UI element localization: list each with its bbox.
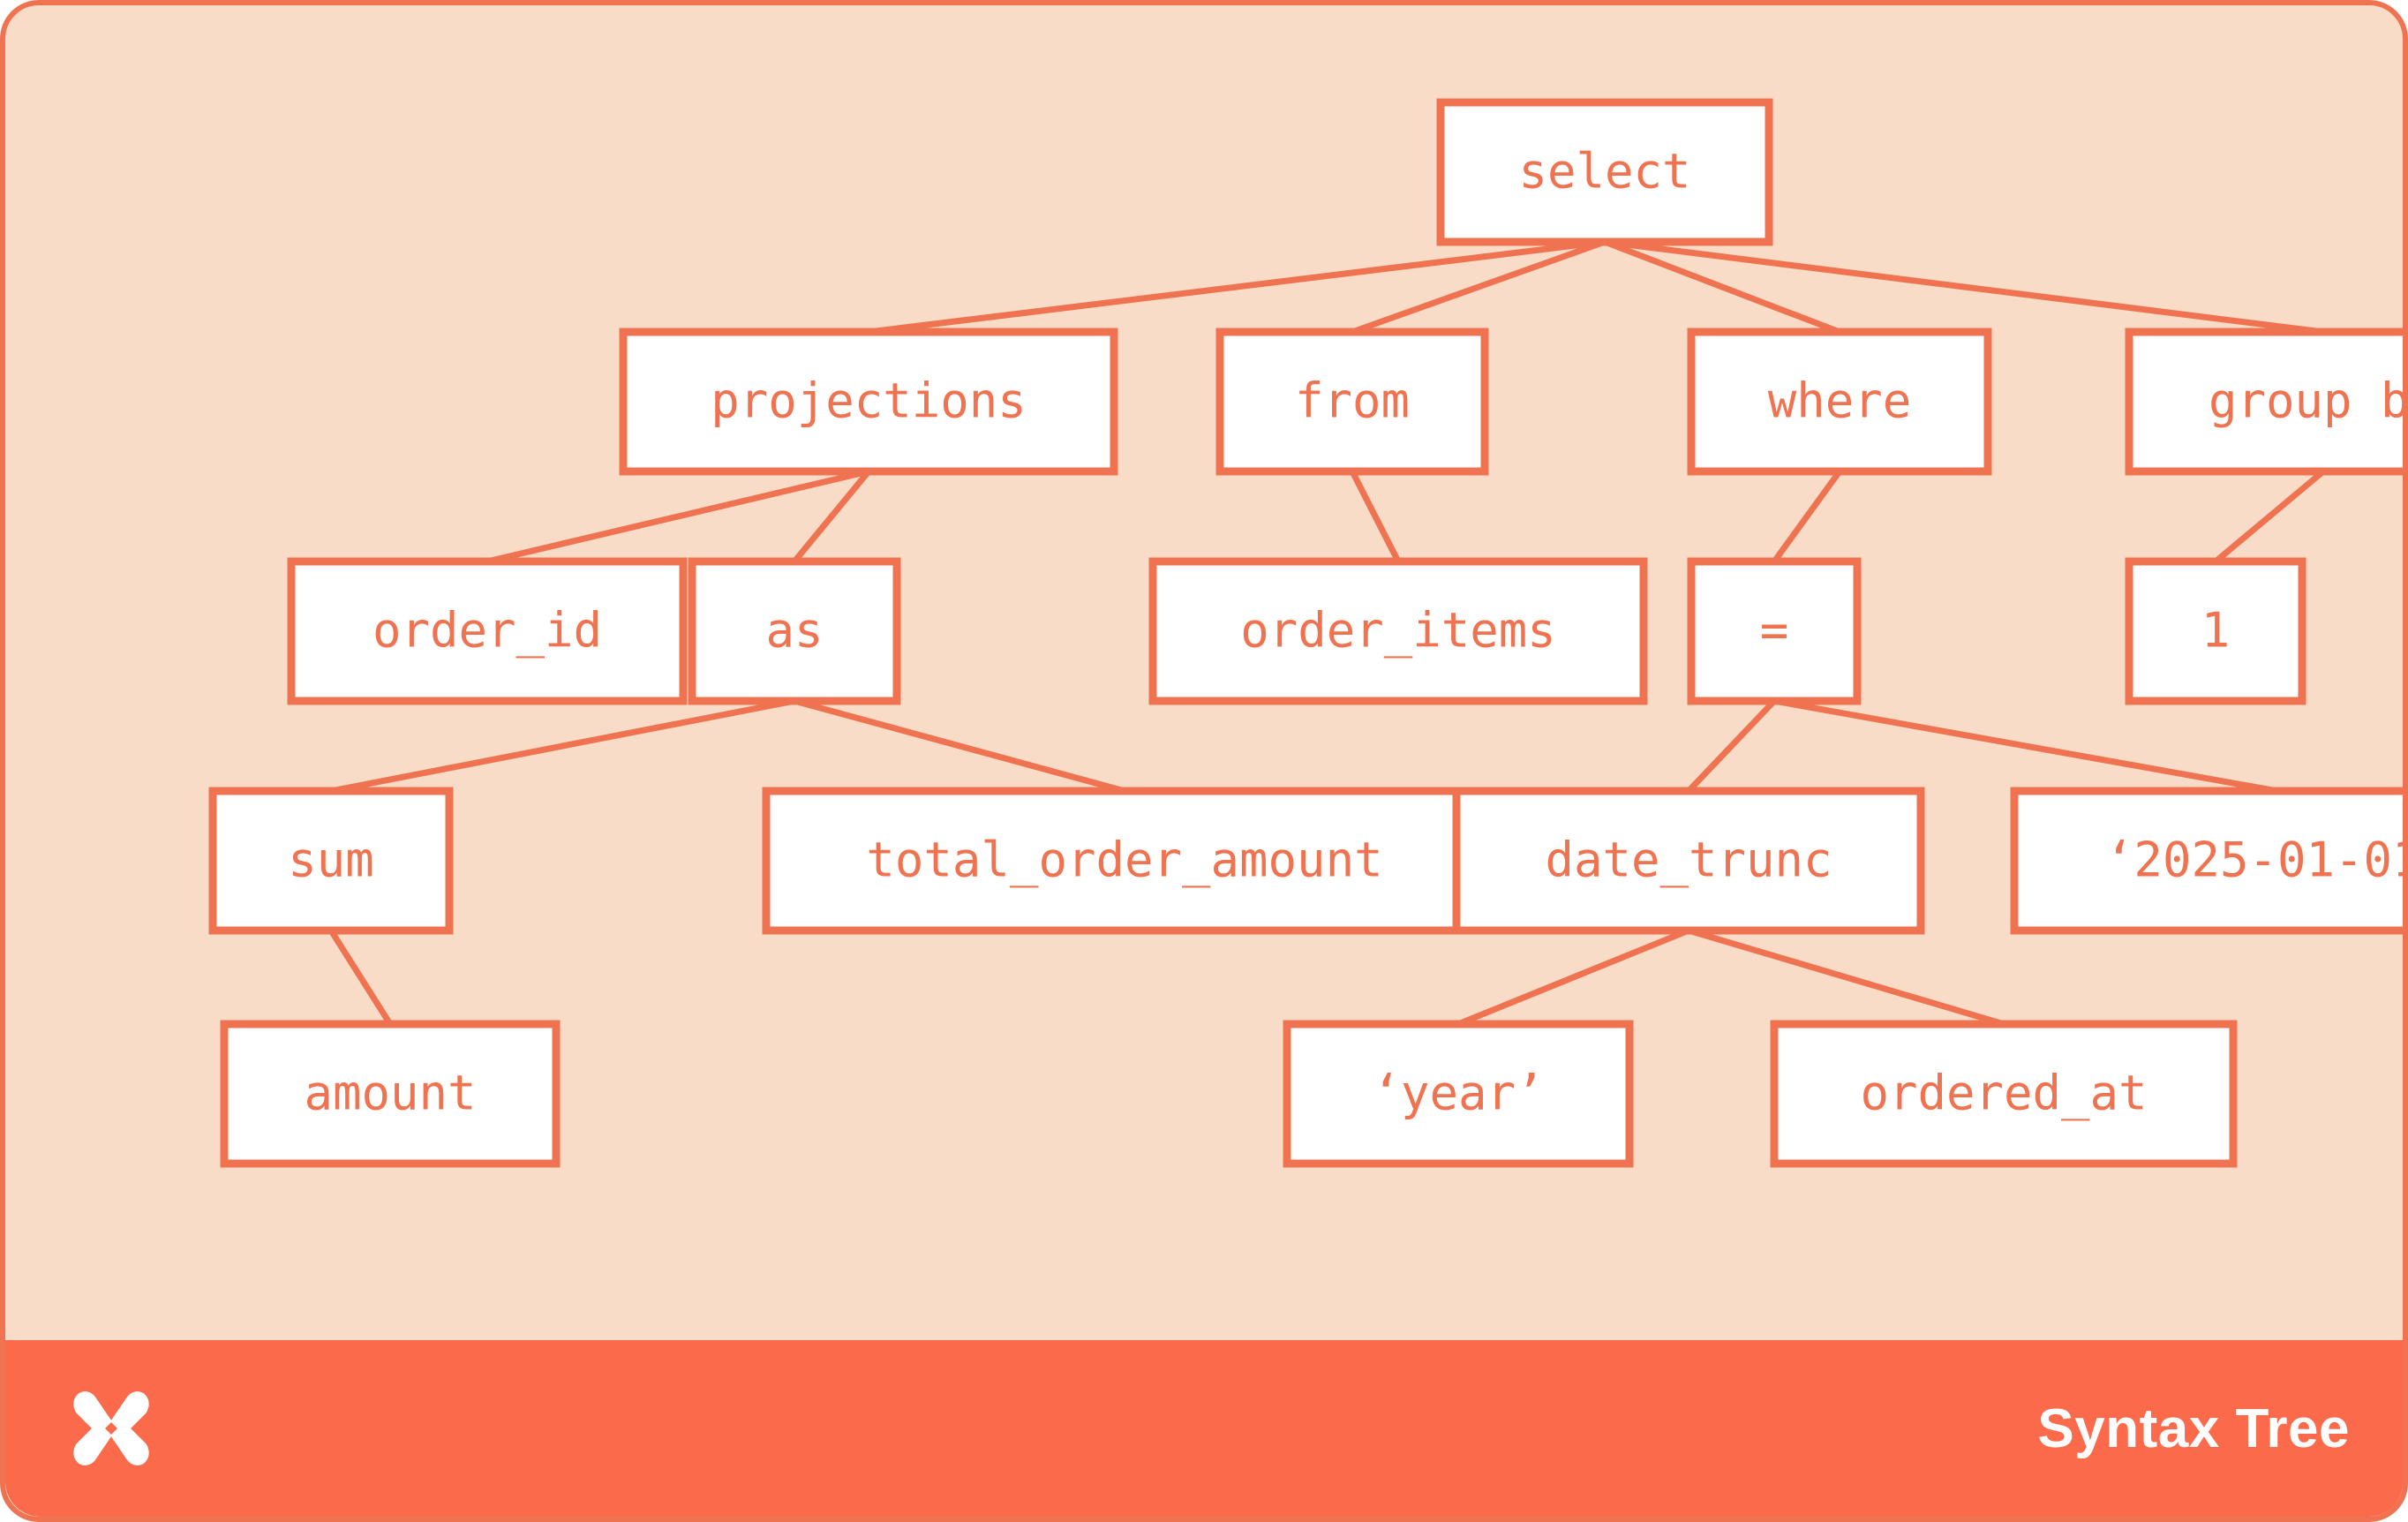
- tree-node-label: order_id: [372, 603, 602, 659]
- tree-node-where[interactable]: where: [1687, 328, 1992, 476]
- tree-edge-select-to-group_by: [1604, 238, 2324, 335]
- tree-node-box: [1148, 557, 1648, 705]
- tree-node-label: ordered_at: [1860, 1066, 2147, 1121]
- tree-node-box: [2125, 557, 2306, 705]
- tree-node-year_literal[interactable]: ‘year’: [1283, 1020, 1634, 1168]
- tree-node-one[interactable]: 1: [2125, 557, 2306, 705]
- tree-node-label: date_trunc: [1545, 833, 1832, 888]
- tree-node-total_order_amount[interactable]: total_order_amount: [762, 787, 1487, 935]
- tree-node-label: where: [1768, 373, 1912, 429]
- tree-edge-as-to-sum: [330, 697, 795, 795]
- tree-node-box: [287, 557, 688, 705]
- tree-node-sum[interactable]: sum: [208, 787, 454, 935]
- tree-node-eq[interactable]: =: [1687, 557, 1862, 705]
- tree-edge-group_by-to-one: [2213, 469, 2326, 564]
- tree-node-label: as: [765, 603, 823, 659]
- tree-node-amount[interactable]: amount: [220, 1020, 561, 1168]
- syntax-tree-svg: select projections from where group by order_…: [208, 98, 2408, 1168]
- footer-title: Syntax Tree: [2037, 1398, 2350, 1459]
- tree-node-order_items[interactable]: order_items: [1148, 557, 1648, 705]
- tree-node-box: [1687, 328, 1992, 476]
- tree-node-group_by[interactable]: group by: [2125, 328, 2408, 476]
- tree-node-box: [1283, 1020, 1634, 1168]
- tree-node-label: total_order_amount: [866, 833, 1382, 888]
- tree-edge-date_trunc-to-ordered_at: [1688, 927, 2005, 1028]
- tree-node-box: [2125, 328, 2403, 476]
- tree-edge-projections-to-order_id: [486, 468, 869, 565]
- footer-bar: Syntax Tree: [5, 1340, 2403, 1517]
- tree-node-box: [688, 557, 901, 705]
- butterfly-x-logo-icon: [73, 1391, 149, 1465]
- tree-node-label: =: [1760, 603, 1789, 659]
- tree-node-projections[interactable]: projections: [619, 328, 1118, 476]
- tree-node-label: 1: [2201, 603, 2231, 659]
- tree-node-label: ‘2025-01-01’: [2105, 833, 2408, 888]
- tree-node-label: select: [1518, 144, 1690, 200]
- tree-edge-select-to-projections: [868, 238, 1606, 335]
- tree-node-box: [1687, 557, 1862, 705]
- tree-edge-select-to-from: [1351, 238, 1607, 335]
- tree-node-label: ‘year’: [1372, 1066, 1544, 1121]
- tree-edge-date_trunc-to-year_literal: [1456, 927, 1690, 1028]
- syntax-tree-canvas: select projections from where group by order_…: [5, 5, 2408, 1365]
- tree-node-order_id[interactable]: order_id: [287, 557, 688, 705]
- tree-node-ordered_at[interactable]: ordered_at: [1770, 1020, 2238, 1168]
- tree-nodes-layer: select projections from where group by order_…: [208, 98, 2408, 1168]
- tree-node-date_trunc[interactable]: date_trunc: [1452, 787, 1925, 935]
- tree-edge-eq-to-date_trunc: [1686, 698, 1777, 794]
- tree-edge-from-to-order_items: [1349, 470, 1402, 563]
- tree-node-box: [220, 1020, 561, 1168]
- tree-node-label: group by: [2209, 373, 2408, 429]
- tree-edge-sum-to-amount: [328, 929, 393, 1026]
- tree-node-label: amount: [304, 1066, 476, 1121]
- tree-node-box: [2010, 787, 2403, 935]
- tree-edge-projections-to-as: [792, 469, 871, 564]
- tree-node-label: sum: [288, 833, 374, 888]
- tree-node-from[interactable]: from: [1215, 328, 1489, 476]
- tree-node-box: [1436, 98, 1773, 246]
- tree-node-box: [762, 787, 1487, 935]
- tree-node-label: from: [1295, 373, 1410, 429]
- tree-edges-layer: [328, 238, 2326, 1028]
- tree-node-box: [619, 328, 1118, 476]
- tree-edge-eq-to-date_literal: [1773, 697, 2278, 795]
- tree-node-box: [1215, 328, 1489, 476]
- tree-edge-as-to-total_order_amount: [794, 697, 1125, 795]
- tree-node-box: [1770, 1020, 2238, 1168]
- tree-node-box: [208, 787, 454, 935]
- tree-node-date_literal[interactable]: ‘2025-01-01’: [2010, 787, 2408, 935]
- tree-node-label: projections: [711, 373, 1027, 429]
- tree-node-box: [1452, 787, 1925, 935]
- tree-node-as[interactable]: as: [688, 557, 901, 705]
- tree-edge-where-to-eq: [1772, 469, 1842, 564]
- tree-node-label: order_items: [1240, 603, 1556, 659]
- tree-node-select[interactable]: select: [1436, 98, 1773, 246]
- tree-edge-select-to-where: [1603, 238, 1841, 335]
